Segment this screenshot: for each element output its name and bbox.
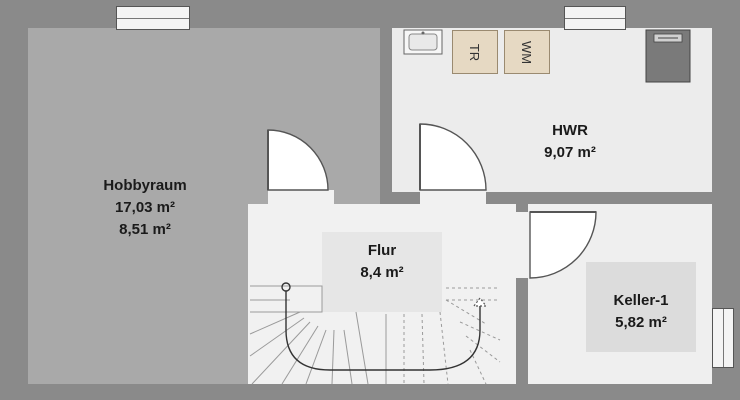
room-name-hwr: HWR [552, 122, 588, 139]
washer-appliance: WM [504, 30, 550, 74]
flur-label-box [322, 232, 442, 312]
stair-walking-line [281, 282, 481, 371]
label-keller: Keller-1 5,82 m² [578, 290, 704, 334]
room-area-hobbyraum-1: 17,03 m² [114, 199, 176, 216]
room-area-flur: 8,4 m² [360, 264, 404, 281]
room-area-hobbyraum-2: 8,51 m² [119, 221, 171, 238]
room-area-hwr: 9,07 m² [544, 144, 596, 161]
door-opening-flur-keller [514, 212, 530, 278]
door-swing-hwr [419, 123, 487, 191]
staircase [249, 285, 501, 385]
boiler-icon [645, 29, 691, 83]
door-swing-keller [529, 211, 597, 279]
label-flur: Flur 8,4 m² [322, 240, 442, 284]
keller-label-box [586, 262, 696, 352]
dryer-appliance: TR [452, 30, 498, 74]
window-right [712, 308, 734, 368]
door-swing-hobbyraum [267, 129, 329, 191]
sink-icon [403, 29, 443, 55]
stair-arrow-icon [472, 297, 488, 307]
window-top-left [116, 6, 190, 30]
room-area-keller: 5,82 m² [615, 314, 667, 331]
room-name-keller: Keller-1 [613, 292, 669, 309]
label-hobbyraum: Hobbyraum 17,03 m² 8,51 m² [70, 175, 220, 241]
door-opening-hobby-flur [268, 190, 334, 206]
label-hwr: HWR 9,07 m² [510, 120, 630, 164]
room-name-hobbyraum: Hobbyraum [103, 177, 187, 194]
room-hobbyraum-lower-extension [28, 190, 236, 384]
window-top-right [564, 6, 626, 30]
room-name-flur: Flur [367, 242, 397, 259]
door-opening-hwr-flur [420, 190, 486, 206]
